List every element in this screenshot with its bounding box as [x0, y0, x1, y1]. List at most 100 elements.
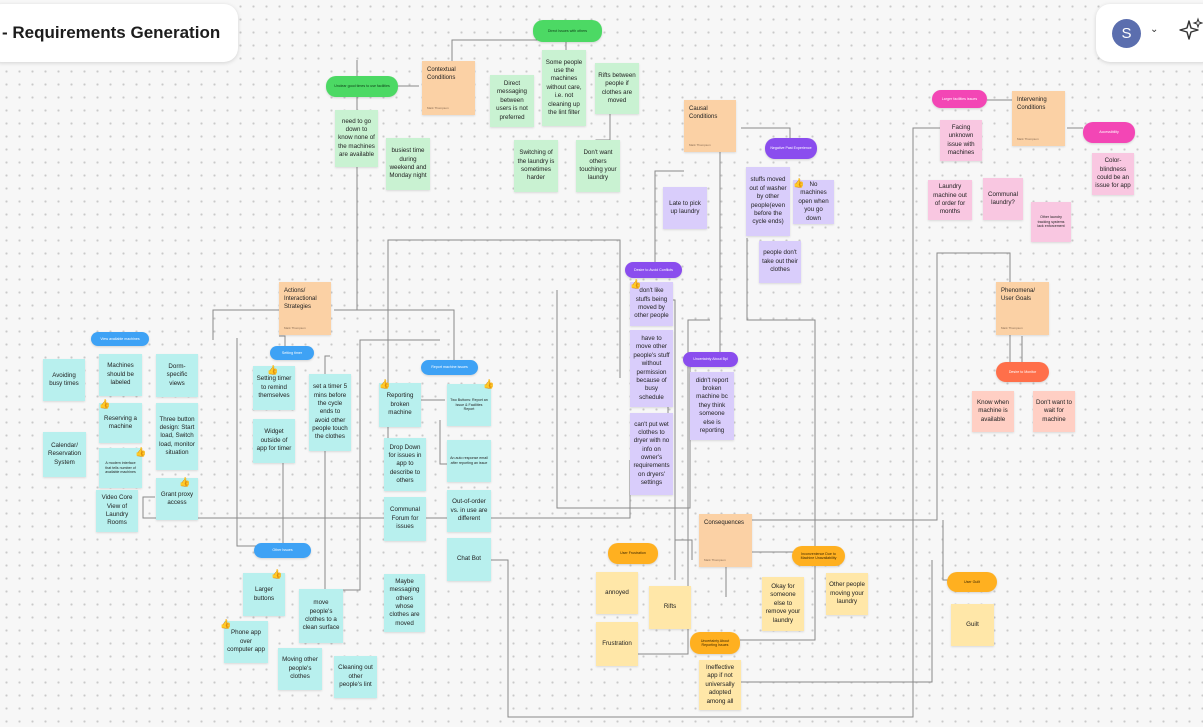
- tag-direct-issues[interactable]: Direct Issues with others: [533, 20, 602, 42]
- sticky-widget[interactable]: Widget outside of app for timer: [253, 419, 295, 463]
- sticky-maybe-messaging[interactable]: Maybe messaging others whose clothes are…: [384, 574, 425, 632]
- frame-phenomena-goals[interactable]: Phenomena/ User Goals Mark Thompson: [996, 282, 1049, 335]
- tag-report-issues[interactable]: Report machine issues: [421, 360, 478, 375]
- thumbs-up-icon: 👍: [179, 477, 191, 487]
- frame-author: Mark Thompson: [704, 557, 726, 562]
- sticky-moving-other[interactable]: Moving other people's clothes: [278, 648, 322, 690]
- frame-title: Intervening Conditions: [1017, 97, 1047, 112]
- sticky-laundry-out[interactable]: Laundry machine out of order for months: [928, 180, 972, 220]
- tag-other-issues[interactable]: Other Issues: [254, 543, 311, 558]
- sticky-reporting-broken[interactable]: Reporting broken machine: [379, 383, 421, 427]
- frame-actions-strategies[interactable]: Actions/ Interactional Strategies Mark T…: [279, 282, 331, 335]
- sticky-need-go-down[interactable]: need to go down to know none of the mach…: [335, 110, 378, 167]
- frame-causal-conditions[interactable]: Causal Conditions Mark Thompson: [684, 100, 736, 152]
- sticky-okay-for-someone[interactable]: Okay for someone else to remove your lau…: [762, 577, 804, 631]
- frame-title: Contextual Conditions: [427, 67, 456, 82]
- tag-desire-avoid[interactable]: Desire to Avoid Conflicts: [625, 262, 682, 278]
- sticky-dont-want-touch[interactable]: Don't want others touching your laundry: [576, 140, 620, 192]
- sticky-grant-proxy[interactable]: Grant proxy access: [156, 478, 198, 520]
- frame-title: Causal Conditions: [689, 106, 718, 121]
- tag-inconvenience[interactable]: Inconvenience Due to Machine Unavailabil…: [792, 546, 845, 566]
- sticky-annoyed[interactable]: annoyed: [596, 572, 638, 614]
- frame-intervening-conditions[interactable]: Intervening Conditions Mark Thompson: [1012, 91, 1065, 146]
- sticky-lint-filter[interactable]: Some people use the machines without car…: [542, 50, 586, 126]
- sticky-cant-put-wet[interactable]: can't put wet clothes to dryer with no i…: [630, 413, 673, 495]
- sticky-larger-buttons[interactable]: Larger buttons: [243, 573, 285, 616]
- sparkle-icon-svg: [1179, 17, 1203, 40]
- thumbs-up-icon: 👍: [630, 279, 642, 289]
- sticky-move-peoples[interactable]: move people's clothes to a clean surface: [299, 589, 343, 643]
- tag-larger-facilities[interactable]: Larger facilities issues: [932, 90, 987, 108]
- sticky-color-blindness[interactable]: Color-blindness could be an issue for ap…: [1092, 153, 1134, 195]
- frame-author: Mark Thompson: [427, 105, 449, 110]
- sticky-late-pick[interactable]: Late to pick up laundry: [663, 187, 707, 229]
- sticky-cleaning-lint[interactable]: Cleaning out other people's lint: [334, 656, 377, 698]
- sticky-have-to-move[interactable]: have to move other people's stuff withou…: [630, 330, 673, 407]
- thumbs-up-icon: 👍: [267, 365, 279, 375]
- sticky-communal-forum[interactable]: Communal Forum for issues: [384, 497, 426, 541]
- connector: [942, 520, 958, 581]
- sticky-two-buttons[interactable]: Two Buttons: Report an Issue & Facilitie…: [447, 384, 491, 426]
- sticky-frustration[interactable]: Frustration: [596, 622, 638, 666]
- sticky-other-laundry[interactable]: Other laundry tracking systems lack enfo…: [1031, 202, 1071, 242]
- sticky-dont-want-wait[interactable]: Don't want to wait for machine: [1033, 391, 1075, 432]
- sticky-switching[interactable]: Switching of the laundry is sometimes ha…: [514, 140, 558, 192]
- sticky-facing-unknown[interactable]: Facing unknown issue with machines: [940, 120, 982, 161]
- tag-user-guilt[interactable]: User Guilt: [947, 572, 997, 592]
- sticky-chat-bot[interactable]: Chat Bot: [447, 538, 491, 581]
- tag-uncertainty-blame[interactable]: Uncertainty About Bpl: [683, 352, 738, 367]
- sticky-no-machines-open[interactable]: No machines open when you go down: [793, 180, 834, 224]
- frame-author: Mark Thompson: [1001, 325, 1023, 330]
- tag-uncertainty-reporting[interactable]: Uncertainty About Reporting Issues: [690, 632, 740, 654]
- sparkle-icon[interactable]: [1179, 16, 1203, 51]
- chevron-down-icon[interactable]: ⌄: [1150, 24, 1159, 35]
- connector: [674, 539, 693, 560]
- tag-view-machines[interactable]: View available machines: [91, 332, 149, 346]
- sticky-dont-like-moved[interactable]: don't like stuffs being moved by other p…: [630, 282, 673, 326]
- tag-unclear-times[interactable]: Unclear good times to use facilities: [326, 76, 398, 97]
- sticky-drop-down[interactable]: Drop Down for issues in app to describe …: [384, 438, 426, 491]
- sticky-modern-interface[interactable]: A modern interface that tells number of …: [99, 448, 142, 488]
- sticky-set-timer-5[interactable]: set a timer 5 mins before the cycle ends…: [309, 374, 351, 451]
- sticky-other-people-moving[interactable]: Other people moving your laundry: [826, 573, 868, 615]
- thumbs-up-icon: 👍: [271, 569, 283, 579]
- frame-title: Actions/ Interactional Strategies: [284, 288, 317, 311]
- sticky-direct-messaging[interactable]: Direct messaging between users is not pr…: [490, 75, 534, 127]
- sticky-three-button[interactable]: Three button design: Start load, Switch …: [156, 403, 198, 470]
- connector: [556, 290, 697, 509]
- sticky-guilt[interactable]: Guilt: [951, 604, 994, 646]
- frame-consequences[interactable]: Consequences Mark Thompson: [699, 514, 752, 567]
- board-title[interactable]: - Requirements Generation: [2, 23, 221, 42]
- sticky-calendar[interactable]: Calendar/ Reservation System: [43, 432, 86, 477]
- sticky-phone-app[interactable]: Phone app over computer app: [224, 621, 268, 663]
- sticky-machines-labeled[interactable]: Machines should be labeled: [99, 354, 142, 396]
- sticky-ineffective-app[interactable]: Ineffective app if not universally adopt…: [699, 660, 741, 710]
- sticky-didnt-report[interactable]: didn't report broken machine bc they thi…: [690, 372, 734, 440]
- sticky-people-dont-take[interactable]: people don't take out their clothes: [759, 241, 801, 283]
- sticky-busiest-time[interactable]: busiest time during weekend and Monday n…: [386, 138, 430, 190]
- frame-title: Phenomena/ User Goals: [1001, 288, 1036, 303]
- sticky-stuffs-moved-out[interactable]: stuffs moved out of washer by other peop…: [746, 167, 790, 236]
- board-title-bar[interactable]: - Requirements Generation: [0, 4, 238, 62]
- sticky-avoiding-busy[interactable]: Avoiding busy times: [43, 359, 85, 401]
- sticky-video-core[interactable]: Video Core View of Laundry Rooms: [96, 490, 138, 532]
- sticky-out-of-order[interactable]: Out-of-order vs. in use are different: [447, 490, 491, 532]
- sticky-rifts[interactable]: Rifts: [649, 586, 691, 629]
- tag-setting-timer[interactable]: Setting timer: [270, 346, 314, 360]
- frame-author: Mark Thompson: [1017, 136, 1039, 141]
- sticky-communal-laundry[interactable]: Communal laundry?: [983, 178, 1023, 220]
- tag-desire-monitor[interactable]: Desire to Monitor: [996, 362, 1049, 382]
- tag-accessibility[interactable]: Accessibility: [1083, 122, 1135, 143]
- sticky-reserving[interactable]: Reserving a machine: [99, 403, 142, 443]
- user-avatar[interactable]: S: [1112, 19, 1141, 48]
- sticky-auto-response[interactable]: An auto response email after reporting a…: [447, 440, 491, 482]
- frame-contextual-conditions[interactable]: Contextual Conditions Mark Thompson: [422, 61, 475, 115]
- sticky-setting-timer-remind[interactable]: Setting timer to remind themselves: [253, 366, 295, 410]
- tag-negative-past[interactable]: Negative Past Experience: [765, 138, 817, 159]
- sticky-rifts-moved[interactable]: Rifts between people if clothes are move…: [595, 63, 639, 114]
- sticky-dorm-views[interactable]: Dorm-specific views: [156, 354, 198, 397]
- tag-user-frustration[interactable]: User Frustration: [608, 543, 658, 564]
- sticky-know-when[interactable]: Know when machine is available: [972, 391, 1014, 432]
- connector: [212, 309, 279, 340]
